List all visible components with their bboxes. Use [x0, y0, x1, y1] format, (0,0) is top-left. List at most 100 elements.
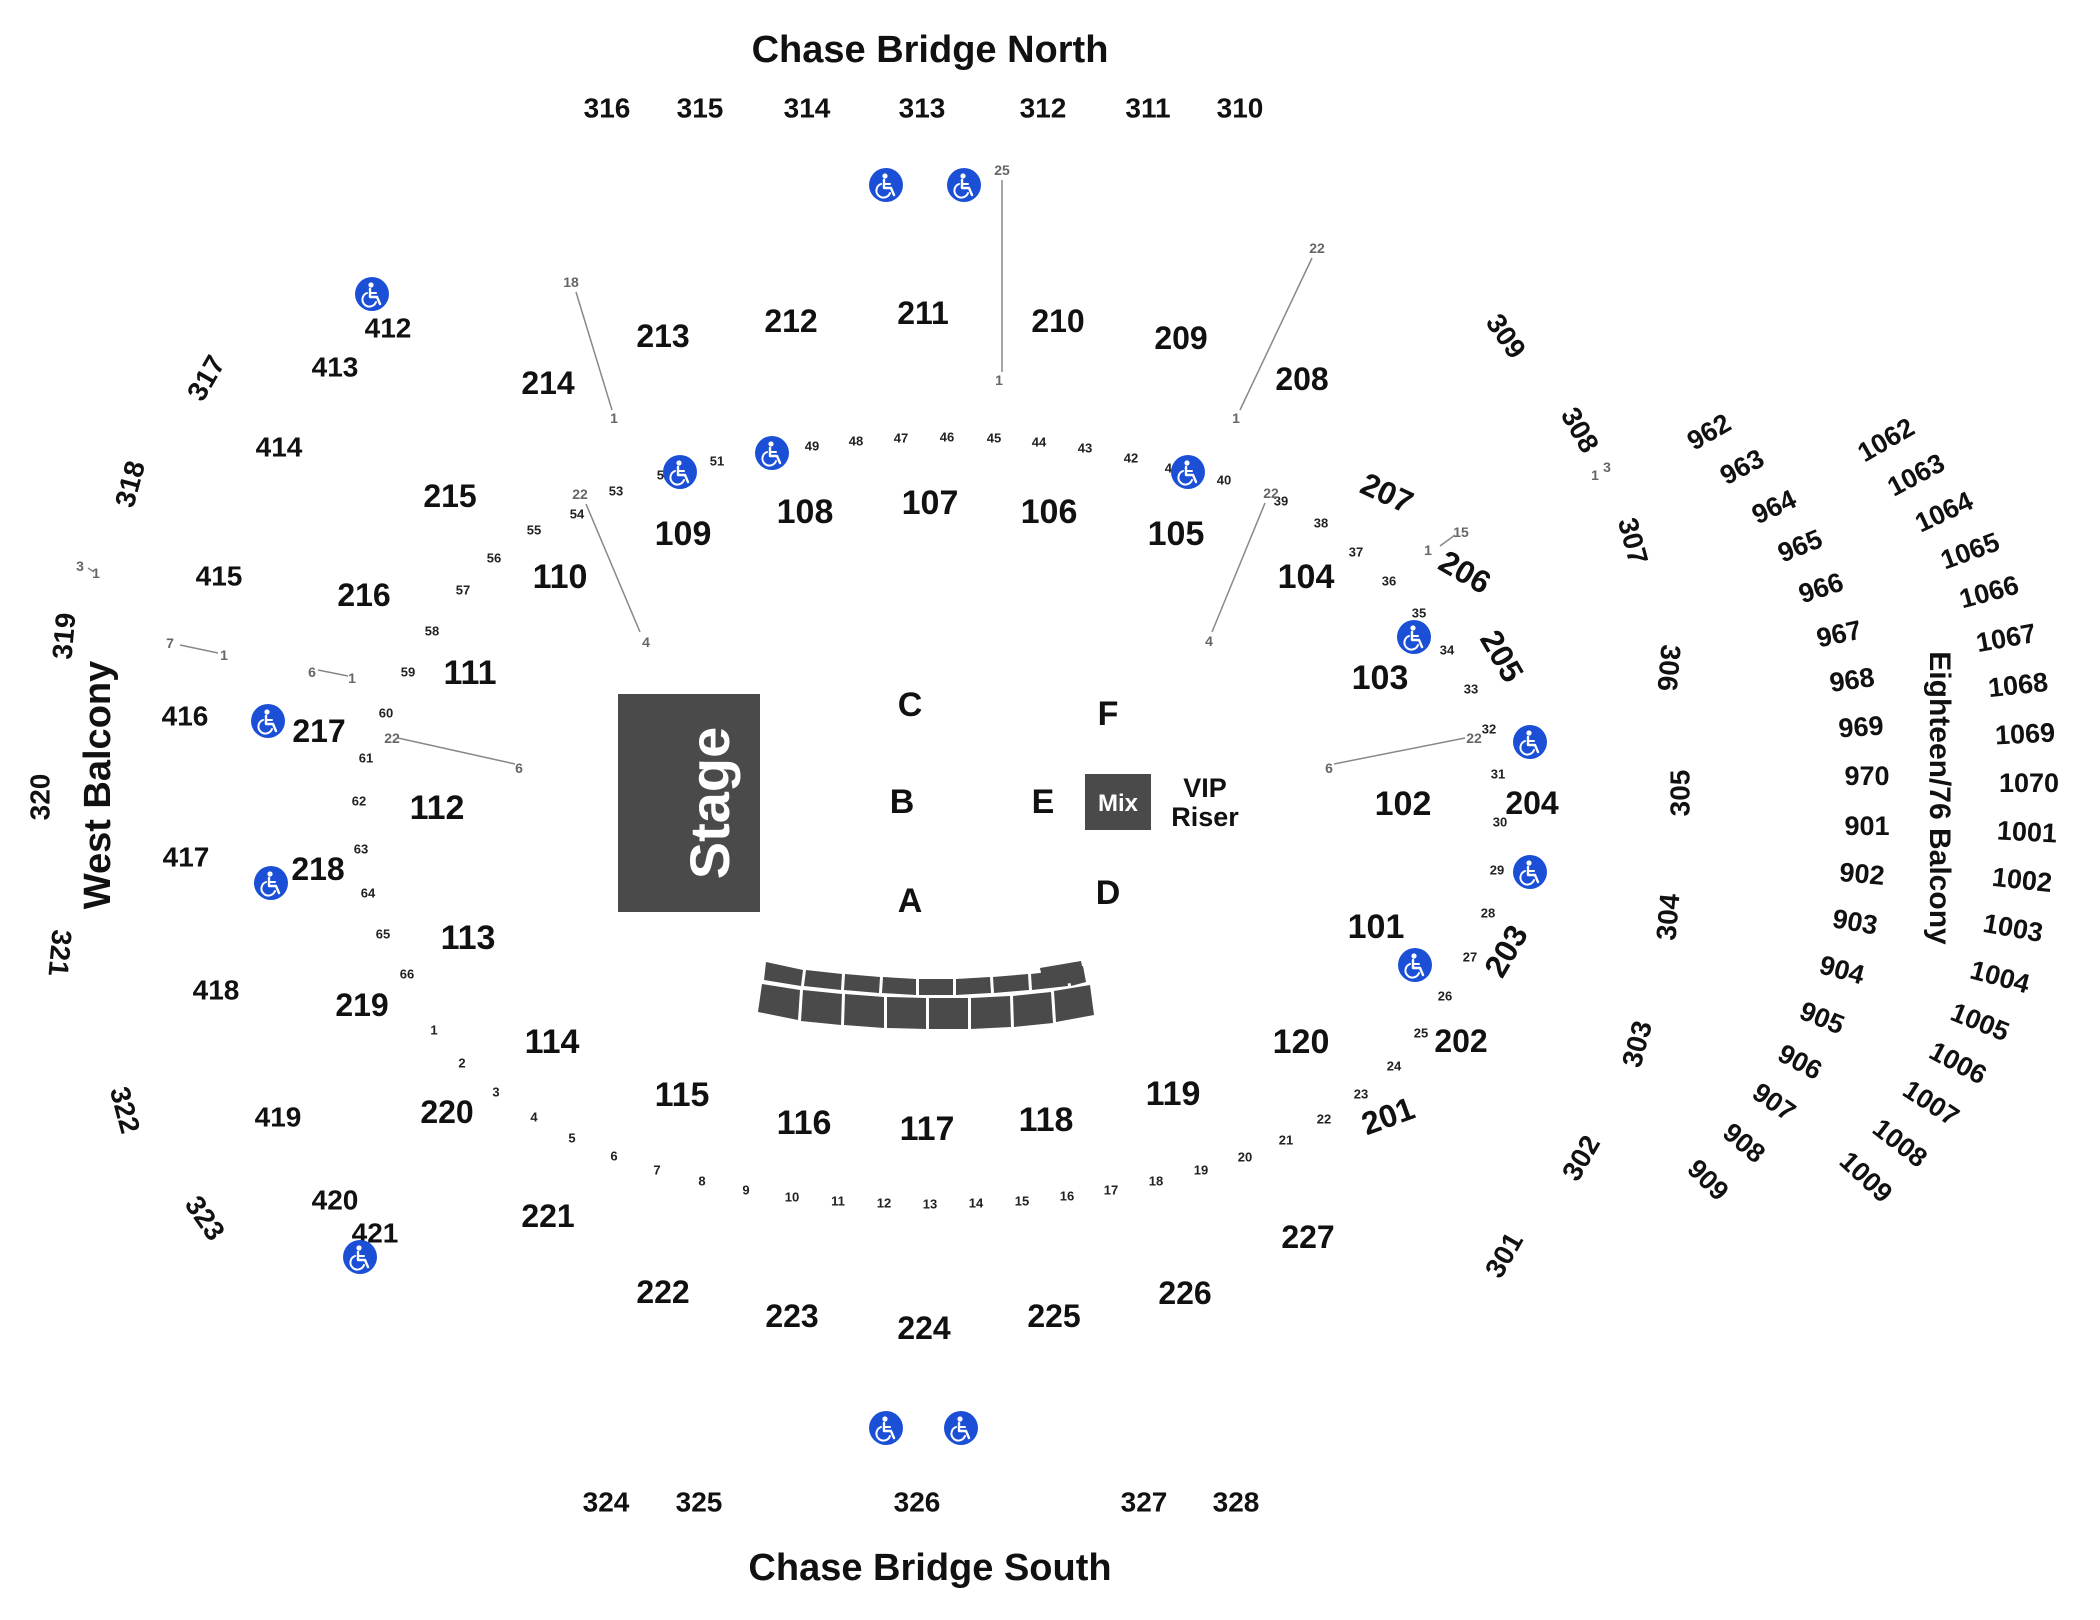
- section-325[interactable]: 325: [676, 1487, 723, 1518]
- section-327[interactable]: 327: [1121, 1487, 1168, 1518]
- section-328[interactable]: 328: [1213, 1487, 1260, 1518]
- section-220[interactable]: 220: [420, 1094, 473, 1130]
- section-307[interactable]: 307: [1612, 514, 1654, 567]
- floor-section-a[interactable]: A: [898, 882, 923, 920]
- front-block[interactable]: [844, 994, 884, 1028]
- section-211[interactable]: 211: [897, 295, 949, 331]
- section-108[interactable]: 108: [777, 493, 834, 531]
- section-319[interactable]: 319: [47, 611, 82, 660]
- section-205[interactable]: 205: [1473, 624, 1531, 688]
- section-210[interactable]: 210: [1031, 303, 1084, 339]
- floor-section-f[interactable]: F: [1098, 695, 1119, 733]
- front-block[interactable]: [882, 977, 916, 995]
- front-block[interactable]: [804, 970, 842, 990]
- section-203[interactable]: 203: [1477, 919, 1535, 983]
- section-905[interactable]: 905: [1795, 996, 1848, 1041]
- section-111[interactable]: 111: [444, 654, 497, 692]
- section-117[interactable]: 117: [900, 1110, 955, 1148]
- section-306[interactable]: 306: [1652, 643, 1687, 692]
- floor-section-d[interactable]: D: [1096, 874, 1121, 912]
- section-901[interactable]: 901: [1844, 811, 1889, 841]
- section-312[interactable]: 312: [1020, 93, 1067, 124]
- section-1008[interactable]: 1008: [1867, 1113, 1933, 1174]
- section-310[interactable]: 310: [1217, 93, 1264, 124]
- section-224[interactable]: 224: [897, 1310, 951, 1346]
- section-909[interactable]: 909: [1681, 1153, 1734, 1206]
- section-217[interactable]: 217: [292, 713, 345, 749]
- section-969[interactable]: 969: [1837, 710, 1884, 743]
- front-block[interactable]: [971, 996, 1011, 1029]
- section-1002[interactable]: 1002: [1991, 862, 2054, 898]
- section-215[interactable]: 215: [423, 478, 476, 514]
- section-206[interactable]: 206: [1433, 543, 1497, 601]
- section-962[interactable]: 962: [1682, 408, 1736, 457]
- front-block[interactable]: [758, 984, 800, 1020]
- section-109[interactable]: 109: [655, 515, 712, 553]
- section-104[interactable]: 104: [1278, 558, 1335, 596]
- section-302[interactable]: 302: [1556, 1130, 1606, 1186]
- section-303[interactable]: 303: [1616, 1017, 1658, 1070]
- section-1004[interactable]: 1004: [1967, 955, 2033, 1000]
- section-1062[interactable]: 1062: [1852, 412, 1919, 468]
- section-308[interactable]: 308: [1555, 402, 1605, 458]
- section-908[interactable]: 908: [1717, 1117, 1771, 1169]
- section-112[interactable]: 112: [410, 789, 465, 827]
- section-1064[interactable]: 1064: [1910, 486, 1977, 539]
- section-225[interactable]: 225: [1027, 1298, 1080, 1334]
- section-212[interactable]: 212: [764, 303, 817, 339]
- section-301[interactable]: 301: [1479, 1227, 1529, 1283]
- section-415[interactable]: 415: [196, 561, 243, 592]
- section-1009[interactable]: 1009: [1834, 1146, 1898, 1209]
- section-226[interactable]: 226: [1158, 1275, 1211, 1311]
- section-120[interactable]: 120: [1273, 1023, 1330, 1061]
- section-314[interactable]: 314: [784, 93, 831, 124]
- section-223[interactable]: 223: [765, 1298, 818, 1334]
- section-202[interactable]: 202: [1434, 1023, 1487, 1059]
- section-213[interactable]: 213: [636, 318, 689, 354]
- section-113[interactable]: 113: [441, 919, 496, 957]
- section-418[interactable]: 418: [193, 975, 240, 1006]
- section-317[interactable]: 317: [181, 350, 231, 406]
- section-1070[interactable]: 1070: [1999, 768, 2059, 798]
- section-318[interactable]: 318: [109, 457, 151, 510]
- section-1066[interactable]: 1066: [1956, 570, 2022, 615]
- section-219[interactable]: 219: [335, 987, 388, 1023]
- section-316[interactable]: 316: [584, 93, 631, 124]
- section-323[interactable]: 323: [179, 1190, 231, 1246]
- section-903[interactable]: 903: [1830, 903, 1880, 940]
- section-222[interactable]: 222: [636, 1274, 689, 1310]
- section-313[interactable]: 313: [899, 93, 946, 124]
- section-968[interactable]: 968: [1828, 662, 1877, 698]
- section-970[interactable]: 970: [1844, 761, 1889, 791]
- section-417[interactable]: 417: [163, 842, 210, 873]
- front-block[interactable]: [929, 998, 968, 1029]
- section-413[interactable]: 413: [312, 352, 359, 383]
- section-102[interactable]: 102: [1375, 785, 1432, 823]
- front-block[interactable]: [993, 974, 1029, 993]
- section-214[interactable]: 214: [521, 365, 575, 401]
- section-967[interactable]: 967: [1814, 615, 1864, 654]
- section-103[interactable]: 103: [1352, 659, 1409, 697]
- section-309[interactable]: 309: [1480, 308, 1532, 364]
- section-311[interactable]: 311: [1125, 93, 1170, 124]
- section-1063[interactable]: 1063: [1882, 448, 1949, 503]
- section-119[interactable]: 119: [1146, 1075, 1201, 1113]
- section-904[interactable]: 904: [1816, 950, 1867, 991]
- section-1068[interactable]: 1068: [1987, 667, 2050, 703]
- section-907[interactable]: 907: [1747, 1077, 1801, 1127]
- section-1005[interactable]: 1005: [1947, 997, 2014, 1047]
- section-1001[interactable]: 1001: [1996, 815, 2058, 848]
- section-305[interactable]: 305: [1665, 770, 1696, 817]
- front-block[interactable]: [887, 997, 926, 1029]
- front-block[interactable]: [764, 962, 803, 986]
- section-965[interactable]: 965: [1773, 524, 1826, 569]
- section-412[interactable]: 412: [365, 313, 412, 344]
- floor-section-e[interactable]: E: [1032, 783, 1055, 821]
- section-110[interactable]: 110: [533, 558, 588, 596]
- section-416[interactable]: 416: [162, 701, 209, 732]
- section-326[interactable]: 326: [894, 1487, 941, 1518]
- section-419[interactable]: 419: [255, 1102, 302, 1133]
- section-106[interactable]: 106: [1021, 493, 1078, 531]
- section-218[interactable]: 218: [291, 851, 344, 887]
- section-1006[interactable]: 1006: [1924, 1036, 1991, 1091]
